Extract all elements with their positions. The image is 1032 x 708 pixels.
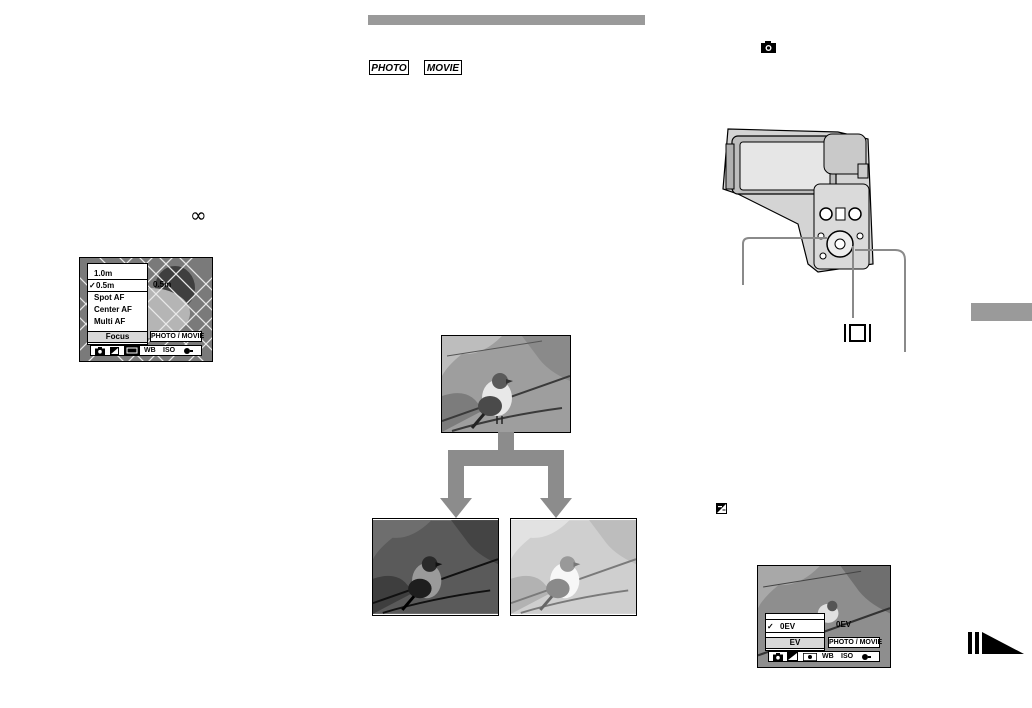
focus-lcd-screen: 1.0m ✓ 0.5m Spot AF Center AF Multi AF 0… <box>79 257 213 362</box>
focus-option-0-5m[interactable]: 0.5m <box>96 281 115 290</box>
iso-label[interactable]: ISO <box>841 653 854 660</box>
sharpness-icon[interactable] <box>861 653 871 661</box>
check-mark-icon: ✓ <box>767 622 774 631</box>
photo-movie-label: PHOTO / MOVIE <box>150 331 205 342</box>
focus-menu-label: Focus <box>87 331 148 343</box>
bird-photo-brighter <box>510 518 637 616</box>
ev-lcd-screen: ✓ 0EV 0EV EV PHOTO / MOVIE WB ISO <box>757 565 891 668</box>
photo-movie-label: PHOTO / MOVIE <box>828 637 883 648</box>
bird-photo-darker <box>372 518 499 616</box>
menu-icon-strip: WB ISO <box>90 345 202 356</box>
camera-illustration <box>722 128 874 273</box>
ev-selected-row[interactable] <box>765 619 825 633</box>
exposure-icon[interactable] <box>110 347 119 355</box>
sharpness-icon[interactable] <box>183 347 193 355</box>
chapter-side-tab <box>971 303 1032 321</box>
camera-icon <box>761 41 776 53</box>
iso-label[interactable]: ISO <box>163 347 176 354</box>
focus-option-1-0m[interactable]: 1.0m <box>94 269 113 278</box>
focus-option-spot-af[interactable]: Spot AF <box>94 293 125 302</box>
exposure-icon <box>716 503 727 514</box>
photo-mode-tag: PHOTO <box>369 60 409 75</box>
camera-icon[interactable] <box>773 653 783 661</box>
exposure-icon[interactable] <box>787 652 798 661</box>
wb-label[interactable]: WB <box>822 653 834 660</box>
movie-mode-tag: MOVIE <box>424 60 462 75</box>
focus-option-center-af[interactable]: Center AF <box>94 305 132 314</box>
focus-option-multi-af[interactable]: Multi AF <box>94 317 126 326</box>
focus-value-readout: 0.5m <box>153 280 172 289</box>
check-mark-icon: ✓ <box>89 281 96 290</box>
ev-option-0ev[interactable]: 0EV <box>780 622 796 631</box>
ev-value-readout: 0EV <box>836 620 852 629</box>
menu-icon-strip: WB ISO <box>768 651 880 662</box>
focus-selected-row[interactable] <box>87 279 148 292</box>
split-arrows <box>440 432 572 518</box>
focus-icon[interactable] <box>124 346 140 355</box>
wb-label[interactable]: WB <box>144 347 156 354</box>
display-button-icon <box>844 324 871 342</box>
bird-photo-original <box>441 335 571 433</box>
ev-menu-label: EV <box>765 637 825 649</box>
focus-icon[interactable] <box>803 653 817 661</box>
page-corner-icon <box>968 632 1024 654</box>
callout-lines <box>742 237 906 352</box>
infinity-icon: ∞ <box>190 203 207 227</box>
camera-icon[interactable] <box>95 347 105 355</box>
section-header-bar <box>368 15 645 25</box>
